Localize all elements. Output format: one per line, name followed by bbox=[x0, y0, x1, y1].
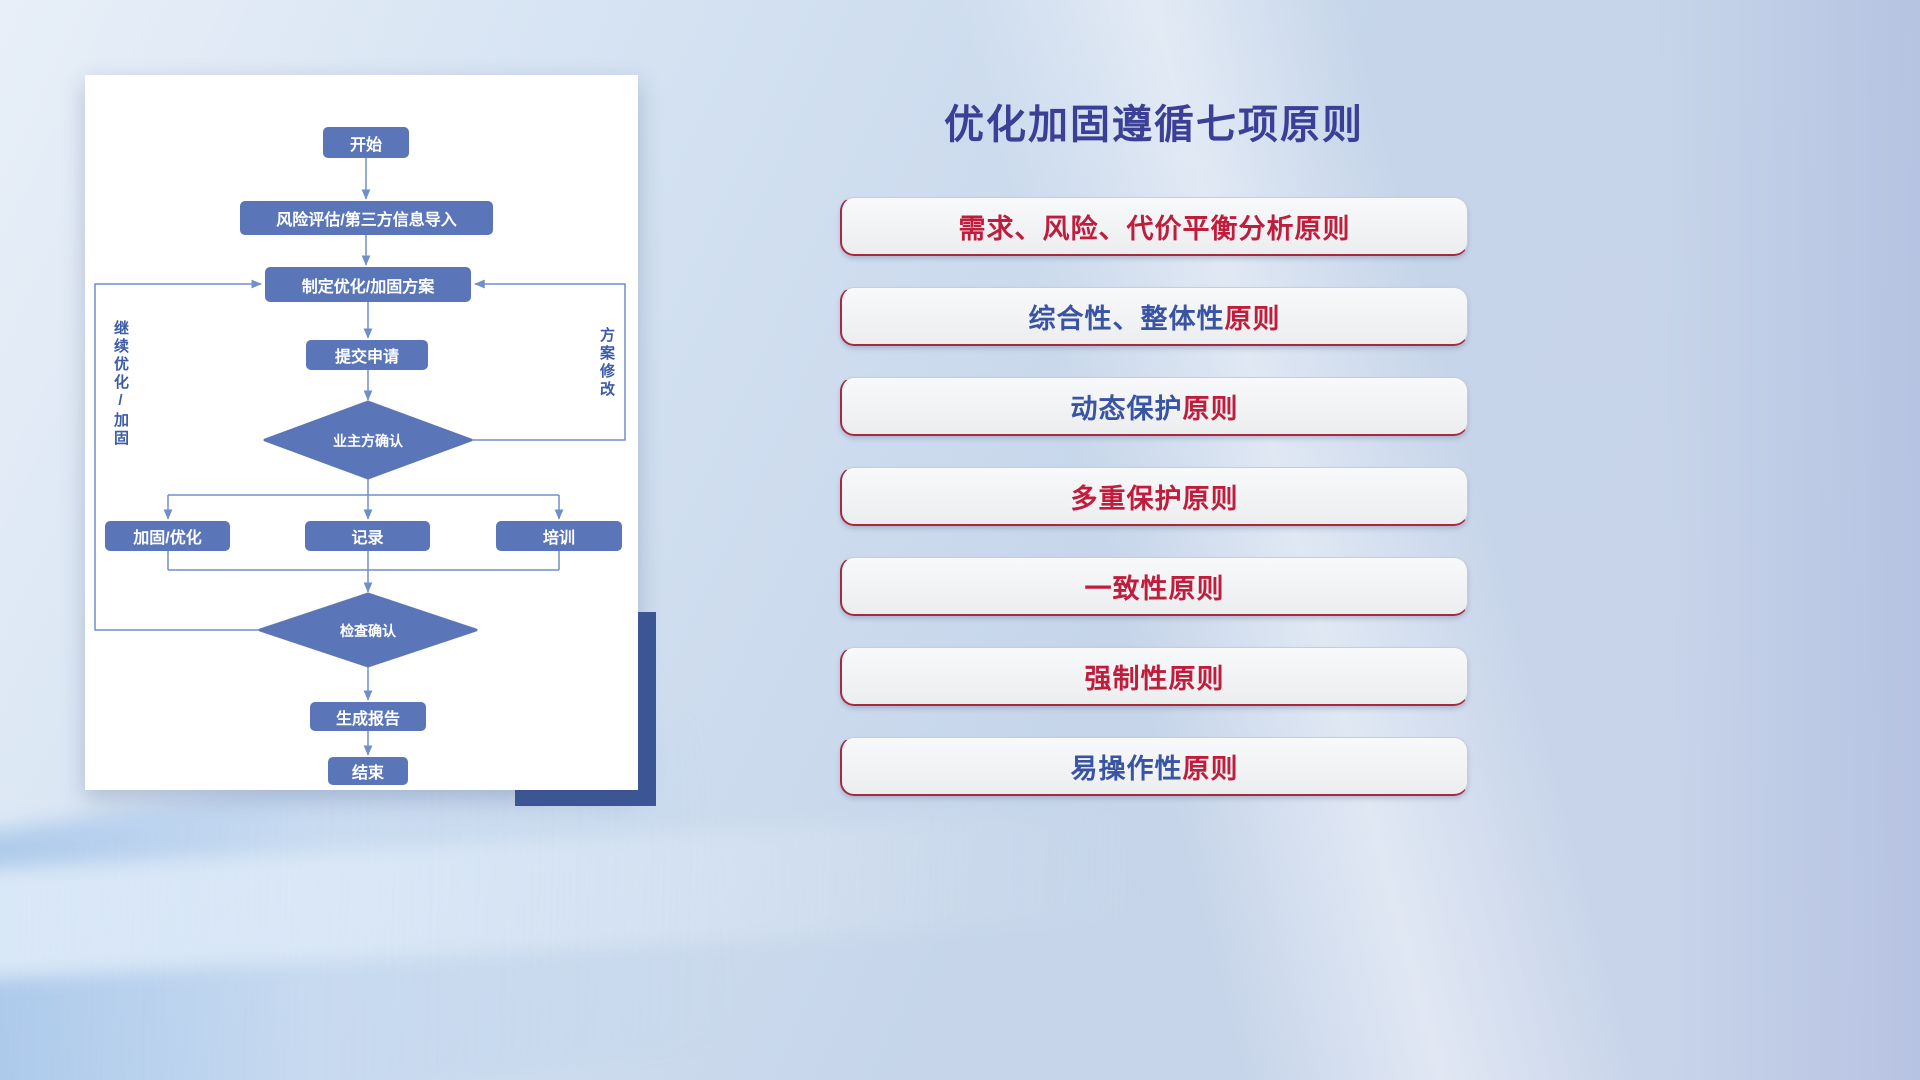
principle-box: 一致性原则 bbox=[840, 557, 1468, 616]
flowchart-connectors bbox=[94, 158, 626, 756]
owner-confirm-diamond bbox=[263, 400, 473, 480]
principle-text-segment: 综合性、整体性 bbox=[1028, 303, 1225, 334]
flow-node-make-plan: 制定优化/加固方案 bbox=[265, 267, 471, 302]
flow-node-record: 记录 bbox=[305, 521, 430, 551]
principle-box: 易操作性原则 bbox=[840, 737, 1468, 796]
principle-text-segment: 原则 bbox=[1224, 303, 1281, 334]
flow-node-risk-import: 风险评估/第三方信息导入 bbox=[240, 201, 493, 235]
principle-text-segment: 易操作性 bbox=[1070, 753, 1183, 784]
principle-text-segment: 强制性原则 bbox=[1084, 663, 1225, 694]
principle-box: 动态保护原则 bbox=[840, 377, 1468, 436]
flow-node-report: 生成报告 bbox=[310, 702, 426, 731]
principle-text-segment: 动态保护 bbox=[1070, 393, 1183, 424]
flow-edge-label-plan-modify: 方案修改 bbox=[598, 327, 615, 399]
flow-node-reinforce: 加固/优化 bbox=[105, 521, 230, 551]
decision-diamonds bbox=[258, 400, 478, 668]
background-light-band bbox=[0, 808, 1143, 982]
principle-box: 需求、风险、代价平衡分析原则 bbox=[840, 197, 1468, 256]
flow-node-training: 培训 bbox=[496, 521, 622, 551]
flow-node-submit: 提交申请 bbox=[306, 340, 428, 370]
flow-node-start: 开始 bbox=[323, 127, 409, 158]
principle-text-segment: 一致性原则 bbox=[1084, 573, 1225, 604]
principle-box: 多重保护原则 bbox=[840, 467, 1468, 526]
flow-edge-label-continue-optimize: 继续优化/加固 bbox=[112, 320, 129, 448]
background-right-shade bbox=[1660, 0, 1920, 1080]
principle-text-segment: 原则 bbox=[1182, 753, 1239, 784]
principle-box: 强制性原则 bbox=[840, 647, 1468, 706]
flow-node-end: 结束 bbox=[328, 757, 408, 785]
principle-text-segment: 需求、风险、代价平衡分析原则 bbox=[958, 213, 1351, 244]
principle-text-segment: 原则 bbox=[1182, 393, 1239, 424]
principles-list: 需求、风险、代价平衡分析原则综合性、整体性原则动态保护原则多重保护原则一致性原则… bbox=[840, 197, 1468, 796]
flowchart-card: 开始 风险评估/第三方信息导入 制定优化/加固方案 提交申请 业主方确认 加固/… bbox=[85, 75, 638, 790]
connector-lines bbox=[94, 158, 626, 756]
page-title: 优化加固遵循七项原则 bbox=[944, 103, 1364, 147]
principle-box: 综合性、整体性原则 bbox=[840, 287, 1468, 346]
flow-node-owner-confirm: 业主方确认 bbox=[333, 433, 403, 449]
check-confirm-diamond bbox=[258, 592, 478, 668]
principle-text-segment: 多重保护原则 bbox=[1070, 483, 1239, 514]
flow-node-check-confirm: 检查确认 bbox=[340, 623, 396, 639]
